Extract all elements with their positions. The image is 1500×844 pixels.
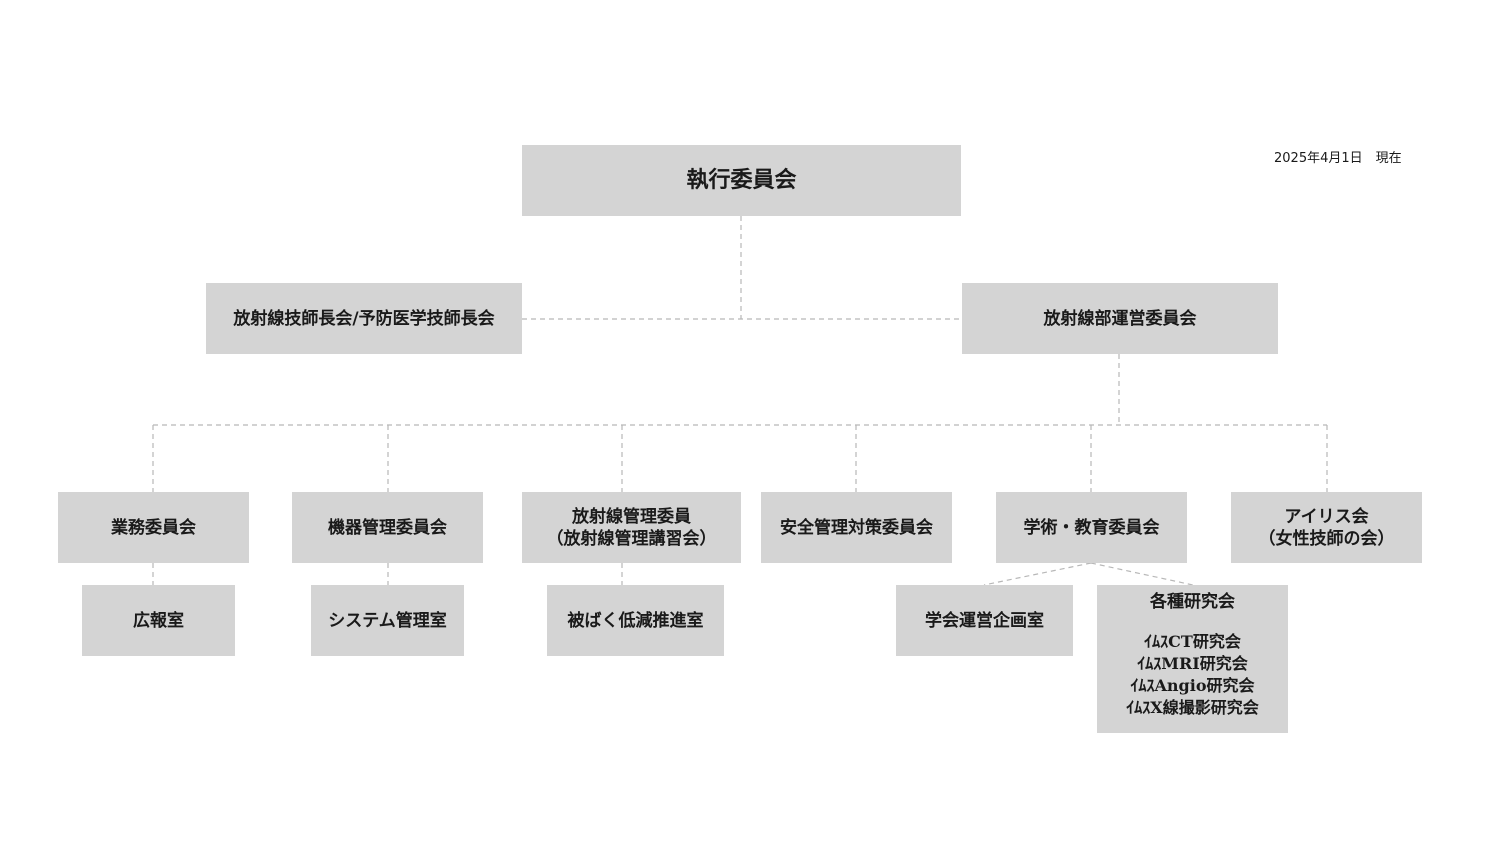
- committee-label-line2: （放射線管理講習会）: [546, 528, 717, 549]
- research-group-item: ｲﾑｽCT研究会: [1144, 632, 1241, 651]
- department-management-label: 放射線部運営委員会: [1043, 308, 1197, 329]
- research-group-item: ｲﾑｽAngio研究会: [1130, 676, 1255, 695]
- research-groups-title: 各種研究会: [1150, 592, 1235, 612]
- committee-box-equipment: 機器管理委員会: [292, 492, 483, 563]
- sub-unit-label: 広報室: [133, 610, 184, 631]
- sub-unit-label: 学会運営企画室: [925, 610, 1044, 631]
- committee-box-safety: 安全管理対策委員会: [761, 492, 952, 563]
- committee-label: 学術・教育委員会: [1023, 517, 1160, 538]
- executive-committee-box: 執行委員会: [522, 145, 961, 216]
- sub-unit-label: 被ばく低減推進室: [567, 610, 704, 631]
- committee-label-line2: （女性技師の会）: [1258, 528, 1395, 549]
- committee-label: 安全管理対策委員会: [780, 517, 933, 538]
- connector-to-sub-4: [983, 562, 1092, 586]
- sub-unit-label: システム管理室: [328, 610, 447, 631]
- as-of-date: 2025年4月1日 現在: [1274, 151, 1402, 166]
- committee-box-radiation-control: 放射線管理委員 （放射線管理講習会）: [522, 492, 741, 563]
- committee-box-iris: アイリス会 （女性技師の会）: [1231, 492, 1422, 563]
- research-groups-box: 各種研究会 ｲﾑｽCT研究会 ｲﾑｽMRI研究会 ｲﾑｽAngio研究会 ｲﾑｽ…: [1097, 585, 1288, 733]
- sub-unit-box-conference-planning: 学会運営企画室: [896, 585, 1073, 656]
- committee-box-academic: 学術・教育委員会: [996, 492, 1187, 563]
- connector-to-research: [1090, 562, 1194, 586]
- executive-committee-label: 執行委員会: [686, 167, 797, 193]
- department-management-box: 放射線部運営委員会: [962, 283, 1278, 354]
- sub-unit-box-systems: システム管理室: [311, 585, 464, 656]
- chief-technologists-label: 放射線技師長会/予防医学技師長会: [233, 308, 495, 329]
- committee-label: アイリス会: [1284, 506, 1369, 527]
- sub-unit-box-dose-reduction: 被ばく低減推進室: [547, 585, 724, 656]
- chief-technologists-box: 放射線技師長会/予防医学技師長会: [206, 283, 522, 354]
- sub-unit-box-pr: 広報室: [82, 585, 235, 656]
- committee-label: 放射線管理委員: [572, 506, 691, 527]
- research-group-item: ｲﾑｽMRI研究会: [1137, 654, 1248, 673]
- research-group-item: ｲﾑｽX線撮影研究会: [1126, 698, 1259, 717]
- committee-label: 機器管理委員会: [328, 517, 447, 538]
- committee-box-business: 業務委員会: [58, 492, 249, 563]
- committee-label: 業務委員会: [111, 517, 196, 538]
